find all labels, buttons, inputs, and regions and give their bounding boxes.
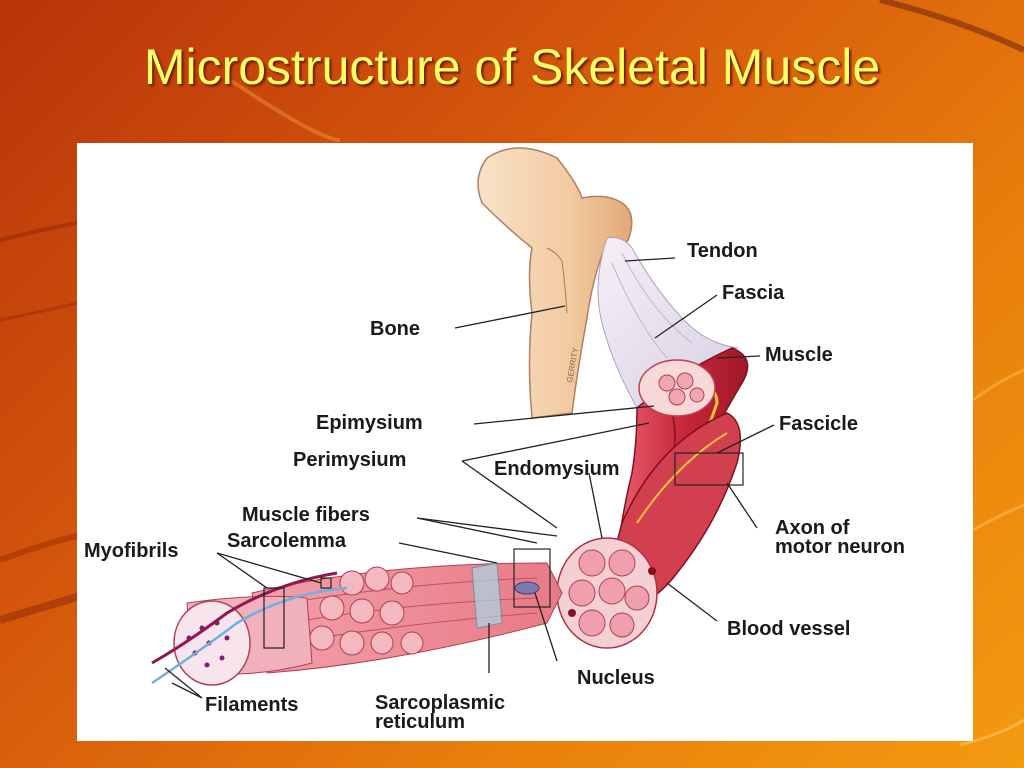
label-muscle: Muscle <box>765 344 833 366</box>
label-axon-line2: motor neuron <box>775 536 905 558</box>
label-tendon: Tendon <box>687 240 758 262</box>
muscle-illustration: GERRITY <box>151 147 775 699</box>
label-endomysium: Endomysium <box>494 458 620 480</box>
leader-lines <box>164 257 775 699</box>
label-blood-vessel: Blood vessel <box>727 618 851 640</box>
label-fascia: Fascia <box>722 282 785 304</box>
label-sarcoplasmic-line2: reticulum <box>375 711 466 733</box>
label-nucleus: Nucleus <box>577 667 655 689</box>
myofibril-cross-section <box>151 571 348 686</box>
label-axon-line1: Axon of <box>775 517 850 539</box>
label-sarcoplasmic-reticulum: Sarcoplasmic reticulum <box>375 692 506 733</box>
label-myofibrils: Myofibrils <box>84 540 179 562</box>
label-bone: Bone <box>370 318 420 340</box>
label-filaments: Filaments <box>205 694 299 716</box>
muscle-diagram: GERRITY <box>77 143 973 741</box>
label-perimysium: Perimysium <box>293 449 407 471</box>
label-epimysium: Epimysium <box>316 412 423 434</box>
label-fascicle: Fascicle <box>779 413 858 435</box>
label-sarcolemma: Sarcolemma <box>227 530 346 552</box>
fascicle-bundle <box>556 412 742 649</box>
slide-title: Microstructure of Skeletal Muscle <box>143 39 881 95</box>
label-sarcoplasmic-line1: Sarcoplasmic <box>375 692 506 714</box>
label-axon: Axon of motor neuron <box>775 517 905 558</box>
label-muscle-fibers: Muscle fibers <box>242 504 370 526</box>
bone-illustration: GERRITY <box>477 147 633 419</box>
